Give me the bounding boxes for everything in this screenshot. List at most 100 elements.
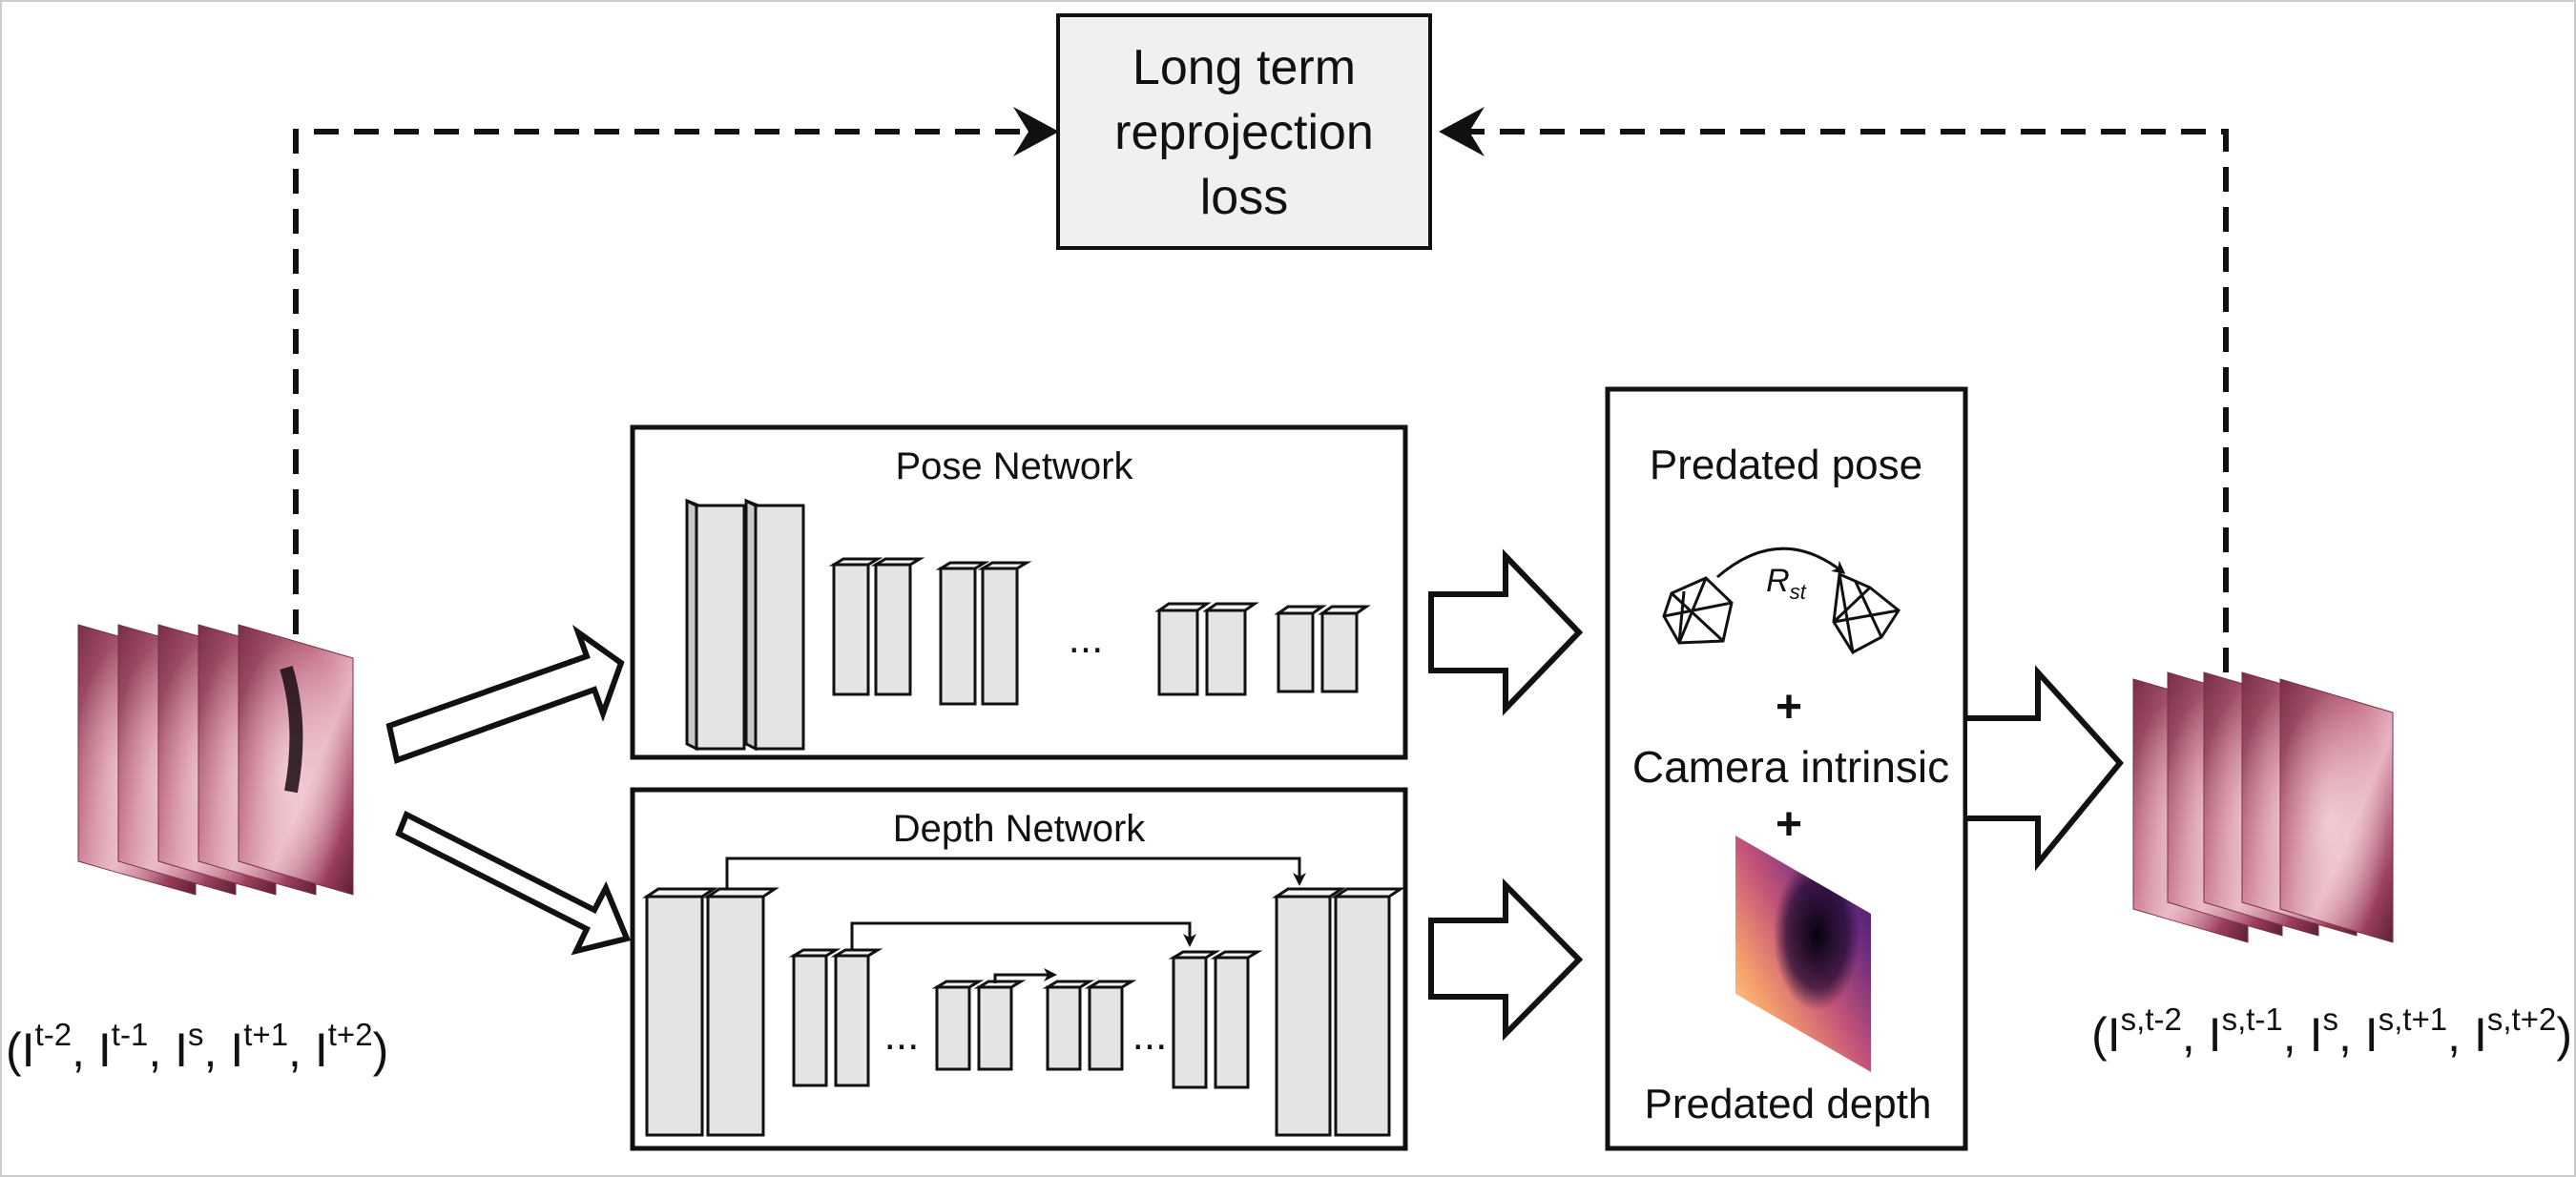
feedback-dashed-lines bbox=[293, 129, 2229, 672]
input-frame-superscript: t+1 bbox=[243, 1017, 289, 1053]
camera-pose-left-icon bbox=[1662, 576, 1734, 645]
loss-box-line2: reprojection bbox=[1114, 105, 1374, 160]
input-frame-superscript: t-2 bbox=[34, 1017, 73, 1053]
input-separator: , bbox=[203, 1023, 218, 1077]
input-frame-symbol: I bbox=[314, 1023, 328, 1077]
output-frames-label: (Is,t-2, Is,t-1, Is, Is,t+1, Is,t+2) bbox=[2091, 1003, 2572, 1063]
output-frame-symbol: I bbox=[2309, 1008, 2323, 1062]
pose-layer bbox=[744, 498, 805, 752]
rotation-label: Rst bbox=[1766, 563, 1807, 604]
output-separator: , bbox=[2181, 1008, 2195, 1062]
output-frame-superscript: s,t-2 bbox=[2120, 1001, 2182, 1038]
plus-sign-2: + bbox=[1776, 799, 1802, 850]
predicted-pose-title: Predated pose bbox=[1650, 442, 1922, 488]
dashed-line-output-to-loss bbox=[1460, 129, 2229, 672]
loss-box-line1: Long term bbox=[1132, 40, 1356, 95]
dashed-arrowhead-left bbox=[1013, 107, 1059, 156]
input-frames-label: (It-2, It-1, Is, It+1, It+2) bbox=[6, 1019, 389, 1078]
predicted-depth-title: Predated depth bbox=[1645, 1081, 1932, 1127]
depth-layer bbox=[931, 980, 985, 1071]
skip-connection-inner bbox=[993, 968, 1057, 983]
pose-layer bbox=[870, 557, 925, 696]
pose-layer bbox=[1318, 605, 1371, 693]
depth-layer bbox=[1272, 887, 1346, 1137]
input-separator: , bbox=[288, 1023, 301, 1077]
hollow-arrow-depth-to-panel bbox=[1428, 878, 1584, 1042]
input-frame-symbol: I bbox=[230, 1023, 244, 1077]
pose-layer bbox=[1274, 605, 1327, 693]
loss-box-line3: loss bbox=[1200, 170, 1288, 225]
output-frame-superscript: s,t-1 bbox=[2221, 1001, 2283, 1038]
skip-connections bbox=[725, 857, 1306, 983]
output-frame-5 bbox=[2279, 678, 2394, 943]
pose-ellipsis: ... bbox=[1069, 615, 1104, 662]
depth-layer bbox=[1084, 980, 1137, 1071]
depth-ellipsis-left: ... bbox=[884, 1012, 920, 1059]
input-frame-superscript: t-1 bbox=[111, 1017, 149, 1053]
pose-layer bbox=[935, 561, 990, 706]
input-open-paren: ( bbox=[6, 1023, 22, 1077]
input-separator: , bbox=[72, 1023, 85, 1077]
input-frame-5 bbox=[238, 624, 354, 896]
pose-layer bbox=[685, 498, 746, 752]
hollow-arrow-to-pose bbox=[385, 625, 625, 764]
depth-layer bbox=[788, 948, 841, 1087]
skip-connection-outer bbox=[725, 857, 1306, 889]
rotation-arc bbox=[1716, 547, 1846, 579]
output-frame-symbol: I bbox=[2364, 1008, 2379, 1062]
prediction-panel: Predated pose Rst + Camera intrinsic + P… bbox=[1605, 386, 1968, 1151]
depth-layer bbox=[1042, 980, 1095, 1071]
camera-pose-right-icon bbox=[1832, 571, 1901, 654]
skip-connection-middle bbox=[850, 921, 1196, 950]
pose-network-title: Pose Network bbox=[896, 445, 1134, 487]
plus-sign-1: + bbox=[1776, 682, 1802, 733]
input-frame-superscript: t+2 bbox=[327, 1017, 373, 1053]
depth-layer bbox=[1210, 950, 1263, 1089]
pose-layer bbox=[1154, 602, 1212, 696]
depth-layers bbox=[642, 887, 1405, 1137]
output-frame-superscript: s,t+2 bbox=[2486, 1001, 2557, 1038]
output-frame-superscript: s,t+1 bbox=[2378, 1001, 2448, 1038]
camera-intrinsic-label: Camera intrinsic bbox=[1632, 742, 1949, 792]
depth-network-box: Depth Network ... ... bbox=[630, 787, 1408, 1151]
output-close-paren: ) bbox=[2556, 1008, 2572, 1062]
depth-layer bbox=[830, 948, 883, 1087]
input-frame-symbol: I bbox=[175, 1023, 189, 1077]
pose-network-box: Pose Network ... bbox=[630, 424, 1408, 760]
dashed-arrowhead-right bbox=[1439, 107, 1485, 156]
hollow-arrow-to-output bbox=[1967, 665, 2124, 872]
pose-layer bbox=[977, 561, 1032, 706]
dashed-line-input-to-loss bbox=[293, 129, 1035, 634]
input-frame-superscript: s bbox=[188, 1017, 204, 1053]
hollow-arrow-to-depth bbox=[395, 810, 632, 956]
depth-layer bbox=[703, 887, 779, 1137]
depth-layer bbox=[1168, 950, 1221, 1089]
output-frame-stack bbox=[2132, 671, 2394, 943]
output-frame-symbol: I bbox=[2473, 1008, 2487, 1062]
input-frame-symbol: I bbox=[97, 1023, 112, 1077]
depth-layer bbox=[973, 980, 1027, 1071]
output-open-paren: ( bbox=[2091, 1008, 2108, 1062]
output-separator: , bbox=[2282, 1008, 2296, 1062]
output-frame-superscript: s bbox=[2322, 1001, 2338, 1038]
input-separator: , bbox=[148, 1023, 162, 1077]
depth-layer bbox=[1331, 887, 1405, 1137]
output-separator: , bbox=[2447, 1008, 2462, 1062]
depth-network-title: Depth Network bbox=[893, 808, 1147, 850]
hollow-arrow-pose-to-panel bbox=[1428, 548, 1584, 716]
input-close-paren: ) bbox=[372, 1023, 389, 1077]
output-frame-symbol: I bbox=[2107, 1008, 2121, 1062]
input-frame-symbol: I bbox=[21, 1023, 35, 1077]
input-frame-stack bbox=[77, 624, 354, 896]
pose-layer bbox=[1202, 602, 1259, 696]
pose-layers bbox=[685, 498, 1371, 752]
depth-layer bbox=[642, 887, 718, 1137]
pose-layer bbox=[828, 557, 883, 696]
loss-box: Long term reprojection loss bbox=[1056, 13, 1432, 250]
output-separator: , bbox=[2337, 1008, 2352, 1062]
output-frame-symbol: I bbox=[2208, 1008, 2222, 1062]
depth-map-image bbox=[1735, 836, 1871, 1072]
depth-ellipsis-right: ... bbox=[1132, 1012, 1168, 1059]
